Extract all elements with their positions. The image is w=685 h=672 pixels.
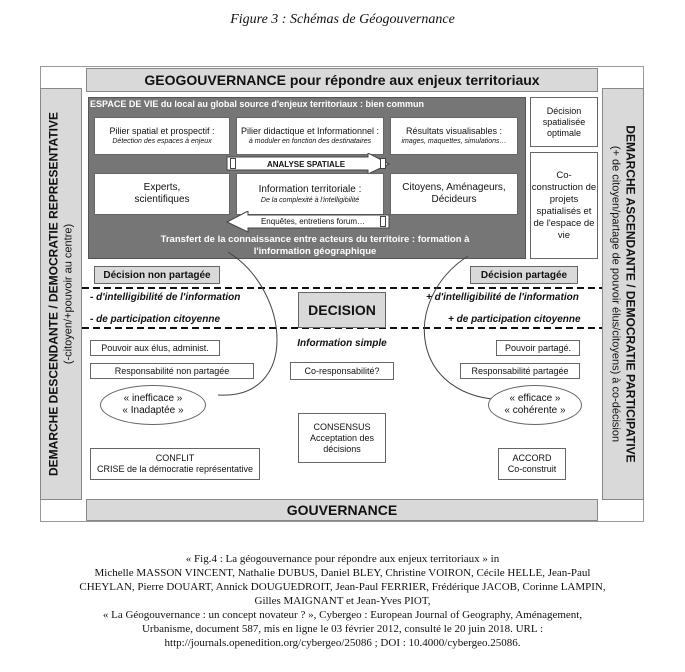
co-responsabilite: Co-responsabilité?: [290, 362, 394, 380]
pilier-spatial: Pilier spatial et prospectif : Détection…: [94, 117, 230, 155]
left-band: DEMARCHE DESCENDANTE / DEMOCRATIE REPRES…: [40, 88, 82, 500]
marker-square-1: [230, 158, 236, 169]
responsabilite-partagee: Responsabilité partagée: [460, 363, 580, 379]
pilier-spatial-sub: Détection des espaces à enjeux: [112, 138, 212, 145]
experts-scientifiques: Experts, scientifiques: [94, 173, 230, 215]
caption-line7: http://journals.openedition.org/cybergeo…: [164, 637, 521, 649]
ellipse-efficace-2: « cohérente »: [504, 405, 566, 416]
curve-connectors: [217, 251, 509, 401]
analyse-spatiale-label: ANALYSE SPATIALE: [266, 160, 346, 169]
caption-line5: « La Géogouvernance : un concept novateu…: [102, 609, 583, 621]
information-territoriale: Information territoriale : De la complex…: [236, 173, 384, 215]
decision-spatialisee: Décision spatialisée optimale: [530, 97, 598, 147]
experts-title: Experts, scientifiques: [134, 182, 190, 205]
consensus: CONSENSUS Acceptation des décisions: [298, 413, 386, 463]
caption-line6: Urbanisme, document 587, mis en ligne le…: [141, 623, 544, 635]
information-simple: Information simple: [297, 338, 387, 349]
pilier-didactique-title: Pilier didactique et Informationnel :: [240, 126, 380, 136]
dashed-lines: [82, 287, 602, 329]
decision-non-partagee: Décision non partagée: [94, 266, 220, 284]
pilier-didactique: Pilier didactique et Informationnel : à …: [236, 117, 384, 155]
left-intelligibilite: - d'intelligibilité de l'information: [90, 292, 241, 303]
pouvoir-partage: Pouvoir partagé.: [496, 340, 580, 356]
analyse-spatiale-arrow: [226, 153, 390, 175]
conflit-1: CONFLIT: [155, 453, 195, 463]
right-participation: + de participation citoyenne: [448, 314, 581, 325]
enquetes-arrow: [226, 211, 390, 233]
ellipse-inefficace-2: « Inadaptée »: [122, 405, 184, 416]
figure-title: Figure 3 : Schémas de Géogouvernance: [230, 12, 455, 27]
consensus-1: CONSENSUS: [313, 421, 371, 432]
co-construction: Co-construction de projets spatialisés e…: [530, 152, 598, 259]
consensus-2: Acceptation des décisions: [309, 432, 375, 454]
caption-line2: Michelle MASSON VINCENT, Nathalie DUBUS,…: [94, 567, 591, 579]
marker-square-2: [380, 158, 386, 169]
caption-line3: CHEYLAN, Pierre DOUART, Annick DOUGUEDRO…: [79, 581, 606, 593]
conflit-crise: CONFLIT CRISE de la démocratie représent…: [90, 448, 260, 480]
responsabilite-non-partagee: Responsabilité non partagée: [90, 363, 254, 379]
ellipse-efficace: « efficace » « cohérente »: [488, 385, 582, 425]
ellipse-efficace-1: « efficace »: [509, 393, 561, 404]
resultats-sub: images, maquettes, simulations…: [401, 138, 507, 145]
accord-1: ACCORD: [512, 453, 552, 463]
ellipse-inefficace: « inefficace » « Inadaptée »: [100, 385, 206, 425]
enquetes-label: Enquêtes, entretiens forum…: [260, 217, 366, 226]
top-banner: GEOGOUVERNANCE pour répondre aux enjeux …: [86, 68, 598, 92]
conflit-2: CRISE de la démocratie représentative: [96, 464, 254, 474]
pilier-spatial-title: Pilier spatial et prospectif :: [109, 126, 215, 136]
transfert-text: Transfert de la connaissance entre acteu…: [160, 234, 470, 257]
espace-de-vie-title: ESPACE DE VIE du local au global source …: [90, 99, 425, 109]
citoyens-title: Citoyens, Aménageurs, Décideurs: [402, 182, 506, 205]
accord-2: Co-construit: [507, 464, 557, 474]
caption-line4: Gilles MAIGNANT et Jean-Yves PIOT,: [254, 595, 431, 607]
resultats-visualisables: Résultats visualisables : images, maquet…: [390, 117, 518, 155]
decision-partagee: Décision partagée: [470, 266, 578, 284]
marker-square-3: [380, 216, 386, 227]
citoyens-amenageurs: Citoyens, Aménageurs, Décideurs: [390, 173, 518, 215]
right-band: DEMARCHE ASCENDANTE / DEMOCRATIE PARTICI…: [602, 88, 644, 500]
decision-center: DECISION: [298, 292, 386, 328]
pilier-didactique-sub: à moduler en fonction des destinataires: [248, 138, 372, 145]
resultats-title: Résultats visualisables :: [405, 126, 503, 136]
ellipse-inefficace-1: « inefficace »: [123, 393, 183, 404]
pouvoir-elus: Pouvoir aux élus, administ.: [90, 340, 220, 356]
caption-line1: « Fig.4 : La géogouvernance pour répondr…: [185, 553, 500, 565]
info-territoriale-title: Information territoriale :: [258, 183, 362, 195]
left-participation: - de participation citoyenne: [90, 314, 221, 325]
info-territoriale-sub: De la complexité à l'intelligibilité: [260, 196, 360, 204]
bottom-banner: GOUVERNANCE: [86, 499, 598, 521]
accord: ACCORD Co-construit: [498, 448, 566, 480]
right-intelligibilite: + d'intelligibilité de l'information: [426, 292, 579, 303]
